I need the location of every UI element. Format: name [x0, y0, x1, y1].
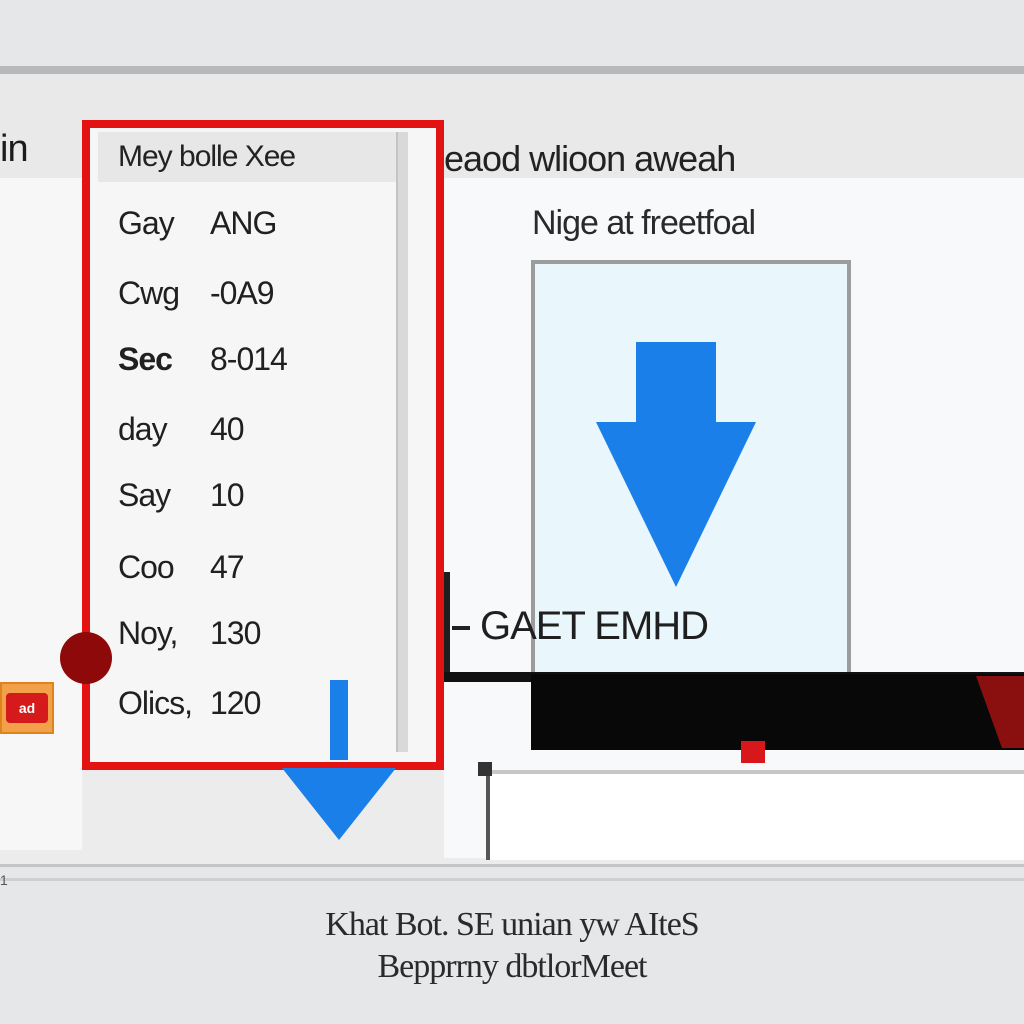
- footer-divider: [0, 878, 1024, 881]
- list-item-value: ANG: [210, 204, 277, 241]
- left-content-area: [0, 178, 82, 850]
- left-header-label: in: [0, 128, 29, 170]
- list-item-key: Say: [118, 476, 171, 513]
- record-dot-button[interactable]: [60, 632, 112, 684]
- list-item[interactable]: Noy, 130: [118, 600, 388, 666]
- list-item-value: 47: [210, 548, 245, 585]
- download-arrow-icon[interactable]: [596, 342, 756, 587]
- list-item-value: 10: [210, 476, 245, 513]
- list-item[interactable]: day 40: [118, 396, 388, 462]
- lower-panel: [486, 770, 1024, 860]
- list-header-label: Mey bolle Xee: [118, 140, 296, 173]
- position-marker[interactable]: [741, 741, 765, 763]
- right-header-label: eaod wlioon aweah: [444, 138, 736, 179]
- footer-caption-line-1: Khat Bot. SE unian yw AIteS: [325, 906, 699, 943]
- list-item-key: Sec: [118, 340, 173, 377]
- footer-caption-line-2: Bepprrny dbtlorMeet: [377, 948, 648, 985]
- footer-page-number: 1: [0, 872, 8, 888]
- window-top-rule: [0, 66, 1024, 74]
- preview-caption: Nige at freetfoal: [532, 204, 756, 242]
- list-item[interactable]: Olics, 120: [118, 670, 388, 736]
- badge-label: ad: [6, 693, 48, 723]
- divider-line: [444, 572, 450, 682]
- list-item-value: 40: [210, 410, 245, 447]
- scroll-down-stem: [330, 680, 348, 760]
- list-item-key: Cwg: [118, 274, 180, 311]
- list-item[interactable]: Sec 8-014: [118, 326, 388, 392]
- list-item-key: Gay: [118, 204, 175, 241]
- list-item-key: Coo: [118, 548, 175, 585]
- list-item-value: 8-014: [210, 340, 288, 377]
- selection-list-panel: [82, 120, 444, 770]
- list-item[interactable]: Cwg -0A9: [118, 260, 388, 326]
- list-item-value: -0A9: [210, 274, 275, 311]
- list-header-row: [98, 132, 398, 182]
- dark-toolbar[interactable]: [531, 674, 1024, 750]
- list-scrollbar[interactable]: [396, 132, 408, 752]
- list-item-value: 120: [210, 684, 261, 721]
- list-item-value: 130: [210, 614, 261, 651]
- list-item-key: day: [118, 410, 168, 447]
- scroll-down-arrow-icon[interactable]: [282, 768, 396, 840]
- status-label: GAET EMHD: [480, 604, 709, 648]
- list-item[interactable]: Say 10: [118, 462, 388, 528]
- corner-handle[interactable]: [478, 762, 492, 776]
- notification-badge-button[interactable]: ad: [0, 682, 54, 734]
- list-item[interactable]: Coo 47: [118, 534, 388, 600]
- dash-mark: [452, 626, 470, 630]
- list-item-key: Olics,: [118, 684, 193, 721]
- list-item-key: Noy,: [118, 614, 178, 651]
- list-item[interactable]: Gay ANG: [118, 190, 388, 256]
- corner-triangle-icon: [976, 676, 1024, 748]
